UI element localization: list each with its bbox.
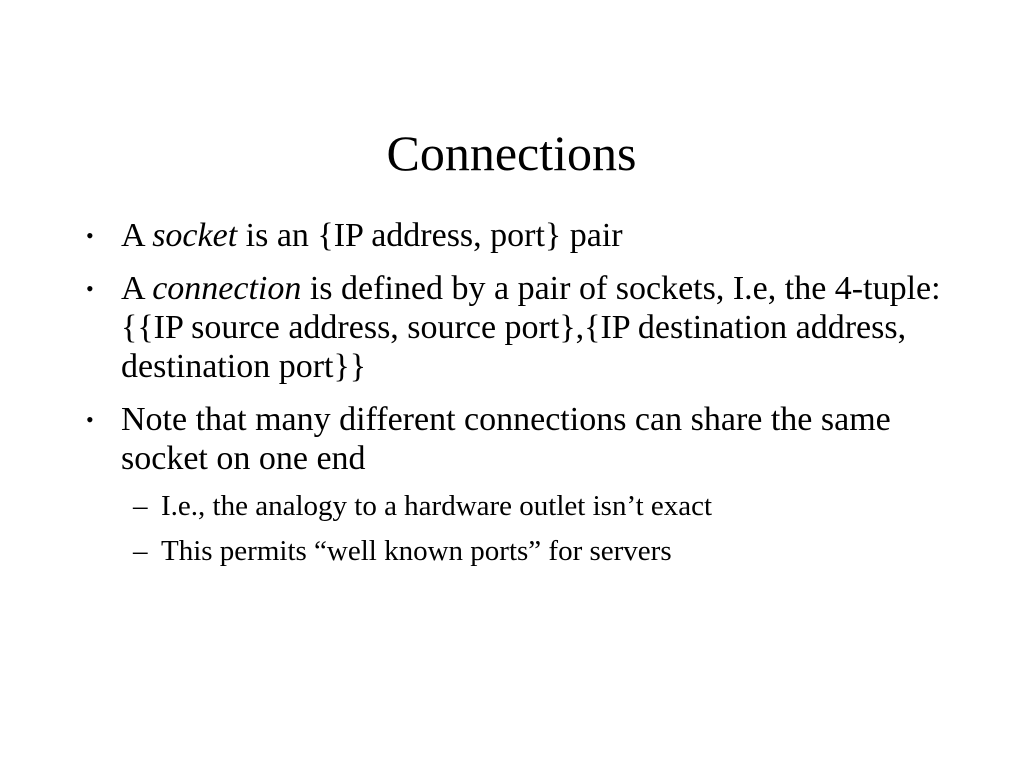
sub-bullet-item: – This permits “well known ports” for se… xyxy=(121,529,983,574)
bullet-tuple-line: {{IP source address, source port},{IP de… xyxy=(121,309,907,385)
bullet-prefix: A xyxy=(121,270,153,307)
bullet-item-note: • Note that many different connections c… xyxy=(83,400,983,574)
bullet-item-connection: • A connection is defined by a pair of s… xyxy=(83,269,983,386)
bullet-prefix: A xyxy=(121,217,153,254)
bullet-dot-icon: • xyxy=(86,276,94,301)
bullet-emphasis: socket xyxy=(152,217,238,254)
sub-bullet-item: – I.e., the analogy to a hardware outlet… xyxy=(121,484,983,529)
bullet-emphasis: connection xyxy=(152,270,302,307)
sub-bullet-dash-icon: – xyxy=(133,490,148,522)
bullet-item-socket: • A socket is an {IP address, port} pair xyxy=(83,216,983,255)
sub-bullet-text: This permits “well known ports” for serv… xyxy=(161,535,672,567)
bullet-suffix: is defined by a pair of sockets, I.e, th… xyxy=(301,270,941,307)
bullet-dot-icon: • xyxy=(86,223,94,248)
sub-bullet-dash-icon: – xyxy=(133,535,148,567)
bullet-list: • A socket is an {IP address, port} pair… xyxy=(83,216,983,588)
sub-bullet-list: – I.e., the analogy to a hardware outlet… xyxy=(121,484,983,574)
bullet-dot-icon: • xyxy=(86,407,94,432)
bullet-text: Note that many different connections can… xyxy=(121,401,891,477)
slide-title: Connections xyxy=(386,125,637,181)
sub-bullet-text: I.e., the analogy to a hardware outlet i… xyxy=(161,490,713,522)
bullet-suffix: is an {IP address, port} pair xyxy=(237,217,623,254)
